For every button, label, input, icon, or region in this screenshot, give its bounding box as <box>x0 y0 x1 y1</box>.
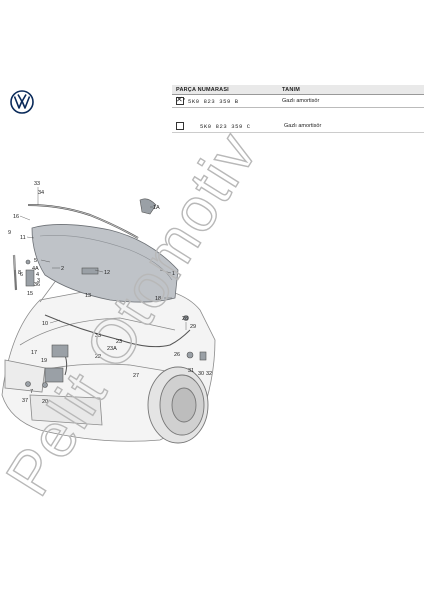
table-row[interactable]: * 5K0 823 359 B Gazlı amortisör <box>172 95 424 108</box>
callout-labels: 33 34 16 9 11 5 2 4A 4 3 36 15 6 12 13 1… <box>8 181 212 405</box>
callout: 4 <box>36 272 39 278</box>
callout: 8 <box>18 270 21 276</box>
callout: 2 <box>61 266 64 272</box>
callout: 16 <box>13 214 19 220</box>
part-number: 5K0 823 359 B <box>188 98 239 105</box>
parts-table-header: PARÇA NUMARASI TANIM <box>172 85 424 95</box>
callout: 10 <box>42 321 48 327</box>
callout: 36 <box>34 282 40 288</box>
callout: 30 <box>198 371 204 377</box>
callout: 27 <box>133 373 139 379</box>
callout: 32 <box>206 371 212 377</box>
checkbox[interactable] <box>176 122 184 130</box>
callout: 5 <box>34 258 37 264</box>
part-number: 5K0 823 359 C <box>200 123 251 130</box>
callout: 26 <box>174 352 180 358</box>
part-description: Gazlı amortisör <box>284 123 322 129</box>
callout: 15 <box>27 291 33 297</box>
callout: 6 <box>20 272 23 278</box>
callout: 35 <box>95 333 101 339</box>
release-cable <box>44 314 191 348</box>
col-description: TANIM <box>282 87 301 93</box>
parts-table: PARÇA NUMARASI TANIM * 5K0 823 359 B Gaz… <box>172 85 424 133</box>
front-wheel <box>147 366 209 444</box>
leader-lines <box>19 187 187 330</box>
callout: 3 <box>37 278 40 284</box>
callout: 13 <box>85 293 91 299</box>
checkbox-checked[interactable] <box>176 95 184 105</box>
latch-parts <box>25 198 207 388</box>
callout: 23 <box>116 339 122 345</box>
callout: 20 <box>42 399 48 405</box>
callout: 18 <box>155 296 161 302</box>
callout: 11 <box>20 235 26 241</box>
callout: 22 <box>95 354 101 360</box>
callout: 17 <box>31 350 37 356</box>
callout: 1 <box>172 271 175 277</box>
callout: 9 <box>8 230 11 236</box>
callout: 12 <box>104 270 110 276</box>
callout: 34 <box>38 190 44 196</box>
callout: 1A <box>153 205 160 211</box>
callout: 19 <box>41 358 47 364</box>
callout: 31 <box>188 368 194 374</box>
callout: 28 <box>182 316 188 322</box>
callout: 37 <box>22 398 28 404</box>
table-row[interactable]: 5K0 823 359 C Gazlı amortisör <box>172 120 424 133</box>
gas-strut <box>12 254 18 291</box>
callout: 23A <box>107 346 117 352</box>
callout: 7 <box>30 389 33 395</box>
row-marker: * <box>183 98 186 104</box>
callout: 33 <box>34 181 40 187</box>
callout: 4A <box>32 266 39 272</box>
callout: 29 <box>190 324 196 330</box>
col-part-number: PARÇA NUMARASI <box>176 87 229 93</box>
vw-logo-icon <box>10 90 34 114</box>
part-description: Gazlı amortisör <box>282 98 320 104</box>
hood-panel <box>31 224 179 303</box>
